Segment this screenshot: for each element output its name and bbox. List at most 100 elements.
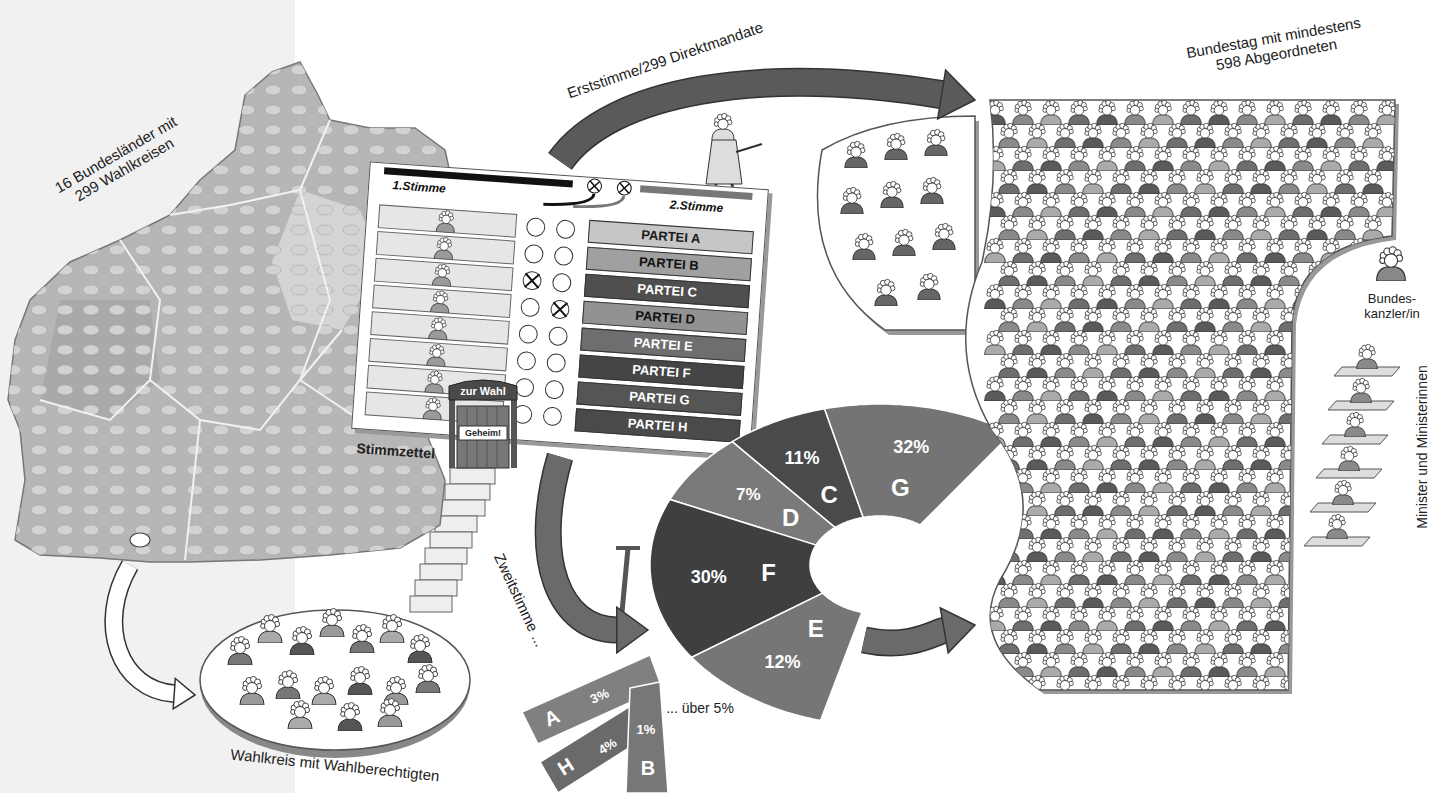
illustration-use xyxy=(432,264,452,287)
gate-sign: zur Wahl xyxy=(460,385,505,398)
parliament-heading: Bundestag mit mindestens 598 Abgeordnete… xyxy=(1174,12,1377,81)
illustration-use xyxy=(1237,560,1258,585)
illustration-use xyxy=(1097,330,1118,355)
illustration-use xyxy=(1181,238,1202,263)
illustration-use xyxy=(1209,284,1230,309)
pen-lever xyxy=(616,548,640,612)
illustration-use xyxy=(1125,100,1146,125)
illustration-use xyxy=(1041,376,1062,401)
illustration-use xyxy=(1069,514,1090,539)
illustration-use xyxy=(1363,123,1384,148)
illustration-circle xyxy=(552,273,571,292)
illustration-path xyxy=(185,420,200,560)
illustration-use xyxy=(999,583,1020,608)
illustration-use xyxy=(1279,629,1300,654)
illustration-use xyxy=(1349,192,1370,217)
illustration-use xyxy=(1293,468,1314,493)
illustration-use xyxy=(1097,284,1118,309)
arrow-head xyxy=(173,679,195,709)
illustration-use xyxy=(1013,146,1034,171)
illustration-rect xyxy=(410,596,452,612)
illustration-use xyxy=(1279,491,1300,516)
party-letter: E xyxy=(808,615,824,643)
illustration-use xyxy=(1041,652,1062,677)
illustration-use xyxy=(1083,445,1104,470)
illustration-rect xyxy=(459,426,507,440)
illustration-use xyxy=(1209,238,1230,263)
illustration-use xyxy=(1335,261,1356,286)
illustration-use xyxy=(1293,238,1314,263)
illustration-use xyxy=(258,615,282,644)
illustration-use xyxy=(228,637,252,666)
illustration-rect xyxy=(445,484,490,500)
illustration-use xyxy=(1209,560,1230,585)
illustration-use xyxy=(1097,100,1118,125)
percent-value: 12% xyxy=(764,652,800,673)
illustration-use xyxy=(1069,238,1090,263)
arrow-outline xyxy=(560,82,942,161)
illustration-use xyxy=(999,261,1020,286)
illustration-use xyxy=(1069,652,1090,677)
illustration-use xyxy=(1345,412,1366,437)
illustration-use xyxy=(1027,629,1048,654)
illustration-use xyxy=(881,181,903,208)
illustration-use xyxy=(1265,606,1286,631)
illustration-use xyxy=(1251,675,1272,700)
parliament-plate: Bundestag mit mindestens 598 Abgeordnete… xyxy=(975,12,1415,692)
illustration-use xyxy=(1013,284,1034,309)
arrow-body xyxy=(864,630,944,643)
illustration-use xyxy=(1363,169,1384,194)
illustration-use xyxy=(1377,560,1398,585)
illustration-use xyxy=(1167,675,1188,700)
illustration-use xyxy=(1167,583,1188,608)
illustration-circle xyxy=(526,218,545,237)
illustration-use xyxy=(1139,399,1160,424)
illustration-use xyxy=(1181,560,1202,585)
illustration-use xyxy=(1055,353,1076,378)
illustration-use xyxy=(1013,330,1034,355)
illustration-rect xyxy=(457,406,509,468)
illustration-use xyxy=(1293,330,1314,355)
direct-mandate-plate xyxy=(817,116,979,335)
illustration-use xyxy=(1125,238,1146,263)
illustration-use xyxy=(1041,468,1062,493)
illustration-path xyxy=(300,190,330,380)
illustration-use xyxy=(999,491,1020,516)
illustration-use xyxy=(1083,399,1104,424)
illustration-use xyxy=(1279,169,1300,194)
illustration-use xyxy=(1111,169,1132,194)
illustration-use xyxy=(1083,675,1104,700)
illustration-use xyxy=(436,210,456,233)
illustration-use xyxy=(1097,192,1118,217)
illustration-use xyxy=(1125,606,1146,631)
illustration-rect xyxy=(420,564,462,580)
illustration-use xyxy=(1139,445,1160,470)
illustration-use xyxy=(288,701,312,730)
illustration-use xyxy=(1153,606,1174,631)
illustration-use xyxy=(1013,560,1034,585)
illustration-use xyxy=(1125,192,1146,217)
illustration-use xyxy=(1335,307,1356,332)
illustration-use xyxy=(1027,261,1048,286)
illustration-use xyxy=(1027,491,1048,516)
illustration-use xyxy=(1125,560,1146,585)
illustration-use xyxy=(1027,215,1048,240)
illustration-use xyxy=(1321,284,1342,309)
illustration-use xyxy=(423,397,443,420)
illustration-use xyxy=(1349,284,1370,309)
illustration-circle xyxy=(519,325,538,344)
party-letter: G xyxy=(891,474,910,502)
illustration-use xyxy=(1027,307,1048,332)
illustration-use xyxy=(1153,468,1174,493)
illustration-circle xyxy=(550,300,569,319)
arrow-body xyxy=(560,82,942,161)
arrow-outline xyxy=(864,630,944,643)
illustration-use xyxy=(1139,307,1160,332)
arrow-head xyxy=(617,607,648,653)
constituency-disc: Wahlkreis mit Wahlberechtigten xyxy=(195,600,475,790)
illustration-use xyxy=(1013,100,1034,125)
illustration-use xyxy=(1265,146,1286,171)
illustration-use xyxy=(1377,247,1406,281)
percent-value: 30% xyxy=(691,566,727,587)
